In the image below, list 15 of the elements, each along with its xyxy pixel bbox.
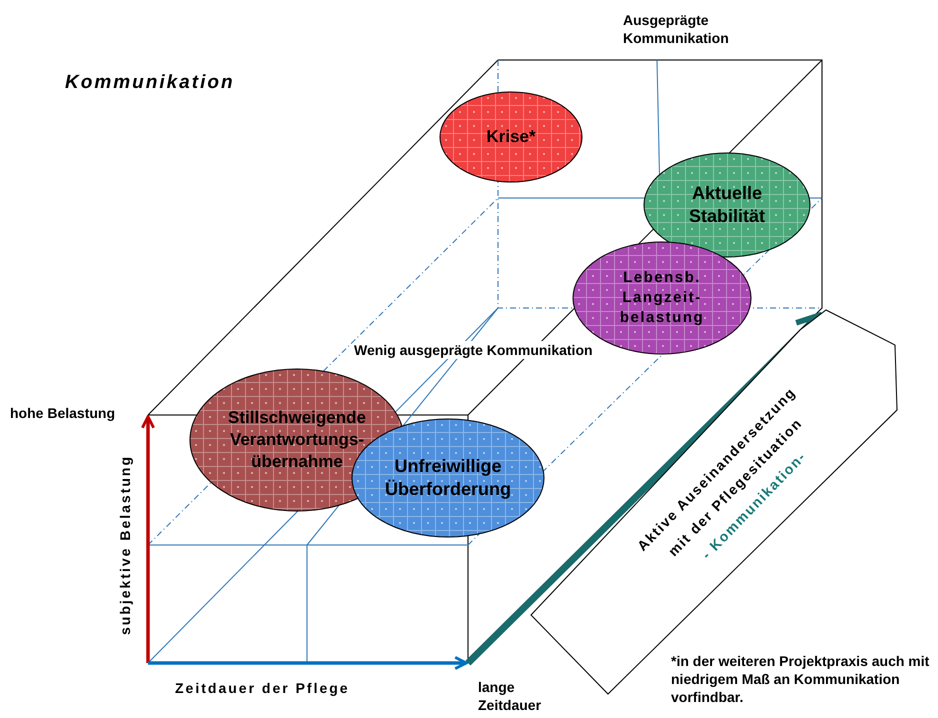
region-label: Lebensb. Langzeit-belastung	[618, 268, 706, 328]
text-label: hohe Belastung	[10, 404, 116, 422]
text-label: Zeitdauer der Pflege	[175, 679, 350, 697]
region-label: Krise*	[485, 126, 537, 148]
region-label: Unfreiwillige Überforderung	[384, 455, 512, 501]
region-label: Aktuelle Stabilität	[688, 182, 766, 228]
text-label: subjektive Belastung	[116, 454, 134, 636]
text-label: *in der weiteren Projektpraxis auch mit niedrigem Maß an Kommunikation vorfindbar.	[671, 652, 930, 706]
ellipse-region	[643, 152, 811, 258]
diagram-title: Kommunikation	[65, 74, 235, 92]
region-label: Stillschweigende Verantwortungs-übernahme	[227, 407, 367, 473]
text-label: lange Zeitdauer	[478, 678, 542, 714]
text-label: Ausgeprägte Kommunikation	[623, 11, 730, 47]
ellipse-region	[439, 91, 583, 183]
text-label: Wenig ausgeprägte Kommunikation	[354, 341, 593, 359]
